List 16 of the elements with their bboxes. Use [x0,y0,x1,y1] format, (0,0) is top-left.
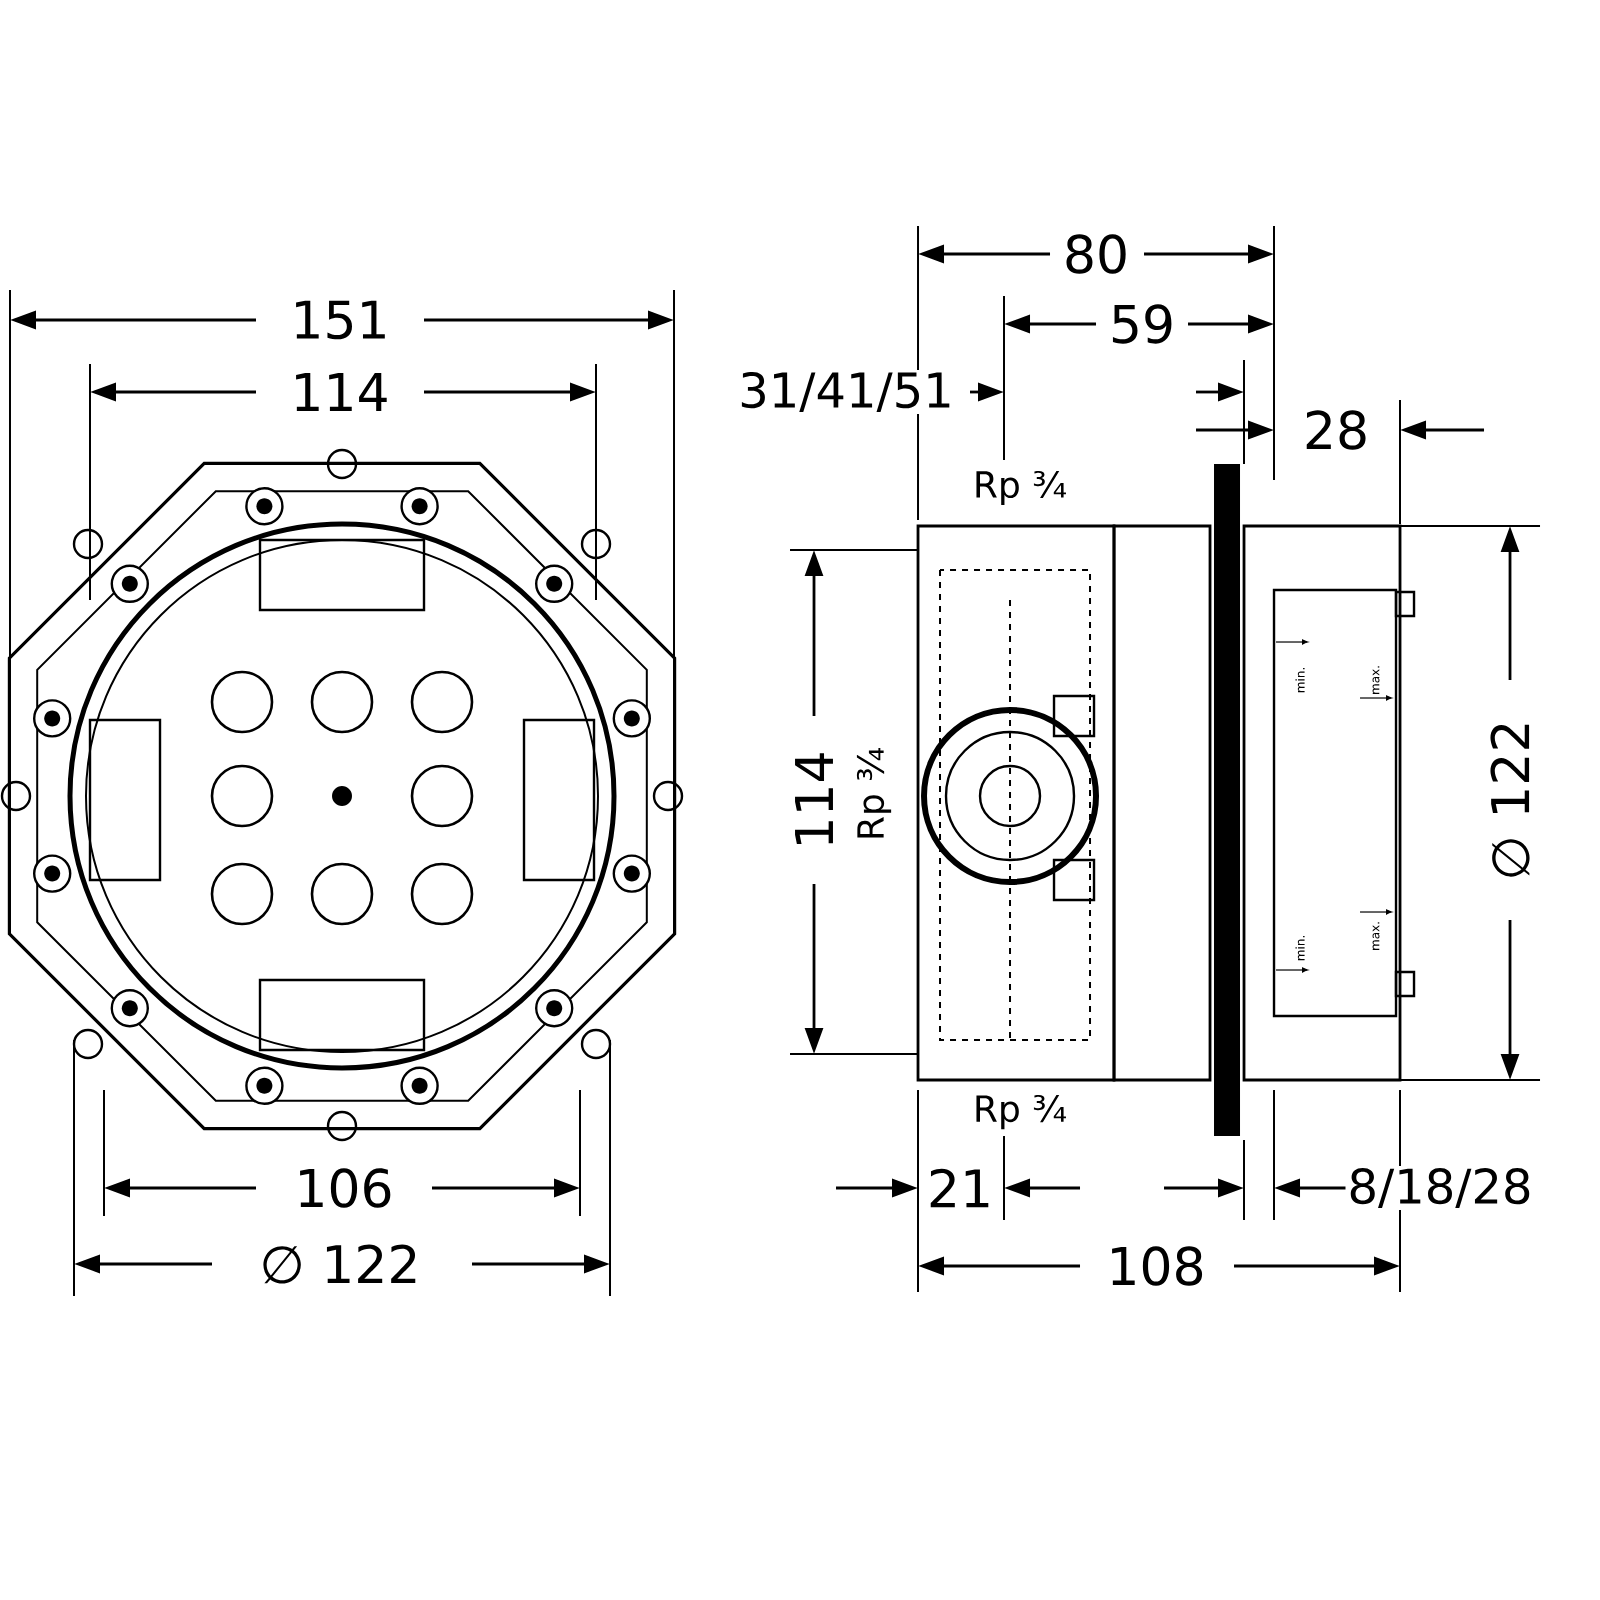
thread-label: Rp ¾ [970,1092,1070,1132]
dimension-label: 114 [793,748,835,852]
dimension-label: 108 [1104,1244,1208,1288]
dimension-label: ∅ 122 [1488,717,1532,883]
dimension-label: 106 [292,1166,396,1210]
dimension-label: 21 [924,1166,996,1210]
dimension-label: 8/18/28 [1345,1166,1535,1211]
thread-label: Rp ¾ [970,468,1070,508]
dimension-label: 80 [1060,232,1132,276]
thread-label: Rp ¾ [854,744,894,844]
dimension-label: 28 [1300,408,1372,452]
dimension-label: ∅ 122 [257,1242,423,1286]
dimension-label: 31/41/51 [736,369,956,415]
dimension-label: 151 [288,298,392,342]
dimension-label: 59 [1106,302,1178,346]
dimension-label: 114 [288,371,392,413]
